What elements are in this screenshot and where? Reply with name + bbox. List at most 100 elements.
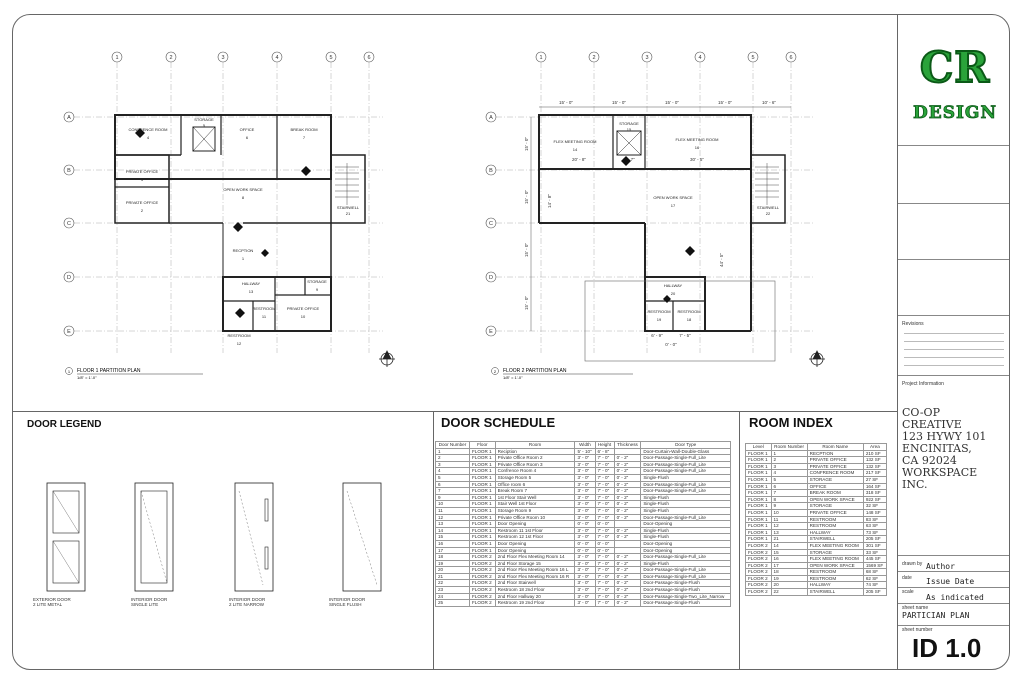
f1-grid-label: D	[67, 275, 71, 281]
door-schedule-cell: 3' - 0"	[574, 526, 596, 535]
room-index-cell: FLOOR 2	[745, 555, 772, 563]
f1-caption-title: FLOOR 1 PARTITION PLAN	[77, 368, 141, 374]
room-index-cell: FLOOR 1	[745, 515, 772, 524]
f1-room-label: PRIVATE OFFICE	[126, 169, 159, 174]
door-schedule-cell: 3' - 0"	[574, 559, 596, 568]
door-schedule-cell: 0' - 2"	[613, 467, 642, 475]
room-index-cell: 12	[770, 522, 808, 530]
door-schedule-cell: 7' - 0"	[594, 566, 615, 574]
door-schedule-header-cell: Width	[574, 441, 596, 449]
room-index-cell: 68 SF	[862, 568, 888, 576]
room-index-cell: 32 SF	[862, 502, 888, 510]
f1-room-label: OPEN WORK SPACE	[223, 187, 263, 192]
f2-room-number: 22	[766, 211, 771, 216]
f2-grid-bubble	[785, 51, 797, 63]
door-schedule-cell: FLOOR 1	[468, 467, 496, 475]
door-schedule-cell: FLOOR 2	[468, 599, 496, 607]
room-index-cell: 210 SF	[862, 449, 888, 458]
floor1-caption: 1 FLOOR 1 PARTITION PLAN 1/8" = 1'-0"	[65, 367, 203, 380]
room-index-cell: FLOOR 1	[745, 502, 772, 510]
f2-caption-number: 2	[494, 369, 497, 374]
door-schedule-cell: Storage Room 9	[494, 506, 576, 515]
door-schedule-cell: 7' - 0"	[594, 487, 615, 495]
f2-dim-left: 15' - 0"	[524, 190, 529, 204]
room-index-cell: STAIRWELL	[806, 535, 864, 543]
door-schedule-cell: 7' - 0"	[594, 579, 615, 588]
door-schedule-cell: Door-Passage-Single-Full_Lite	[640, 480, 731, 489]
door-schedule-cell: Reciption	[494, 447, 576, 456]
door-schedule-cell: FLOOR 1	[468, 480, 496, 489]
door-schedule-cell: Single-Flush	[640, 500, 731, 508]
room-index-cell: FLOOR 2	[745, 541, 772, 550]
door-legend-caption: EXTERIOR DOOR 2 LITE METAL	[33, 597, 71, 607]
room-index-cell: OPEN WORK SPACE	[806, 561, 864, 570]
room-index-cell: RESTROOM	[806, 515, 864, 524]
door-schedule-cell: FLOOR 1	[468, 539, 496, 548]
door-schedule-cell: 7	[435, 487, 470, 495]
room-index-cell: STORAGE	[806, 548, 864, 557]
room-index-cell: 33 SF	[862, 548, 888, 557]
f1-room-number: 5	[203, 123, 206, 128]
revision-line	[904, 365, 1004, 366]
door-schedule-cell: 7' - 0"	[594, 467, 615, 475]
room-index-cell: 132 SF	[862, 462, 888, 471]
room-index-cell: OPEN WORK SPACE	[806, 495, 864, 504]
door-schedule-cell: 11	[435, 506, 470, 515]
f2-grid-bubble	[641, 51, 653, 63]
door-schedule-cell: Door-Opening	[640, 520, 731, 528]
door-schedule-cell: Single-Flush	[640, 533, 731, 541]
f1-room-label: STORAGE	[194, 117, 214, 122]
f1-grid-bubble	[63, 217, 75, 229]
f1-grid-bubble	[165, 51, 177, 63]
door-schedule-cell: 25	[435, 599, 470, 607]
f2-dim-top: 15' - 0"	[718, 100, 732, 105]
room-index-header-cell: Room Number	[770, 443, 808, 451]
door-schedule-cell: 23	[435, 586, 470, 594]
f1-grid-bubble	[63, 164, 75, 176]
door-schedule-cell: 3' - 0"	[574, 473, 596, 482]
f1-room-label: RECPTION	[233, 248, 254, 253]
door-schedule-cell: FLOOR 1	[468, 546, 496, 555]
door-schedule-cell: 3' - 0"	[574, 533, 596, 541]
door-schedule-cell: FLOOR 1	[468, 473, 496, 482]
door-schedule-cell: Door-Passage-Single-Full_Lite	[640, 467, 731, 475]
f1-grid-label: 5	[329, 55, 332, 61]
door-schedule-cell: 10	[435, 500, 470, 508]
f1-grid-bubble	[217, 51, 229, 63]
room-index-cell: 205 SF	[862, 535, 888, 543]
date-label: date	[902, 575, 912, 581]
revision-line	[904, 357, 1004, 358]
date-value: Issue Date	[926, 577, 975, 586]
room-index-cell: STORAGE	[806, 475, 864, 484]
f2-room-number: 18	[687, 317, 692, 322]
room-index-cell: 17	[770, 561, 808, 570]
door-schedule-cell: 12	[435, 513, 470, 522]
door-schedule-cell: 0' - 0"	[574, 546, 596, 555]
door-schedule-cell: 9	[435, 493, 470, 502]
door-interior-2-lite-narrow	[234, 482, 274, 592]
door-schedule-cell: 20	[435, 566, 470, 574]
f2-grid-bubble	[485, 325, 497, 337]
door-schedule-cell: Door-Passage-Single-Full_Lite	[640, 454, 731, 462]
f1-room-label: STORAGE	[307, 279, 327, 284]
title-block-divider	[898, 145, 1009, 146]
room-index-cell: 7	[770, 489, 808, 497]
f1-grid-label: 1	[115, 55, 118, 61]
room-index-cell: 83 SF	[862, 515, 888, 524]
f1-room-number: 21	[346, 211, 351, 216]
room-index-cell: FLOOR 1	[745, 489, 772, 497]
door-schedule-cell: 7' - 0"	[594, 454, 615, 462]
f2-dim-inner: 20' - 8"	[572, 157, 586, 162]
